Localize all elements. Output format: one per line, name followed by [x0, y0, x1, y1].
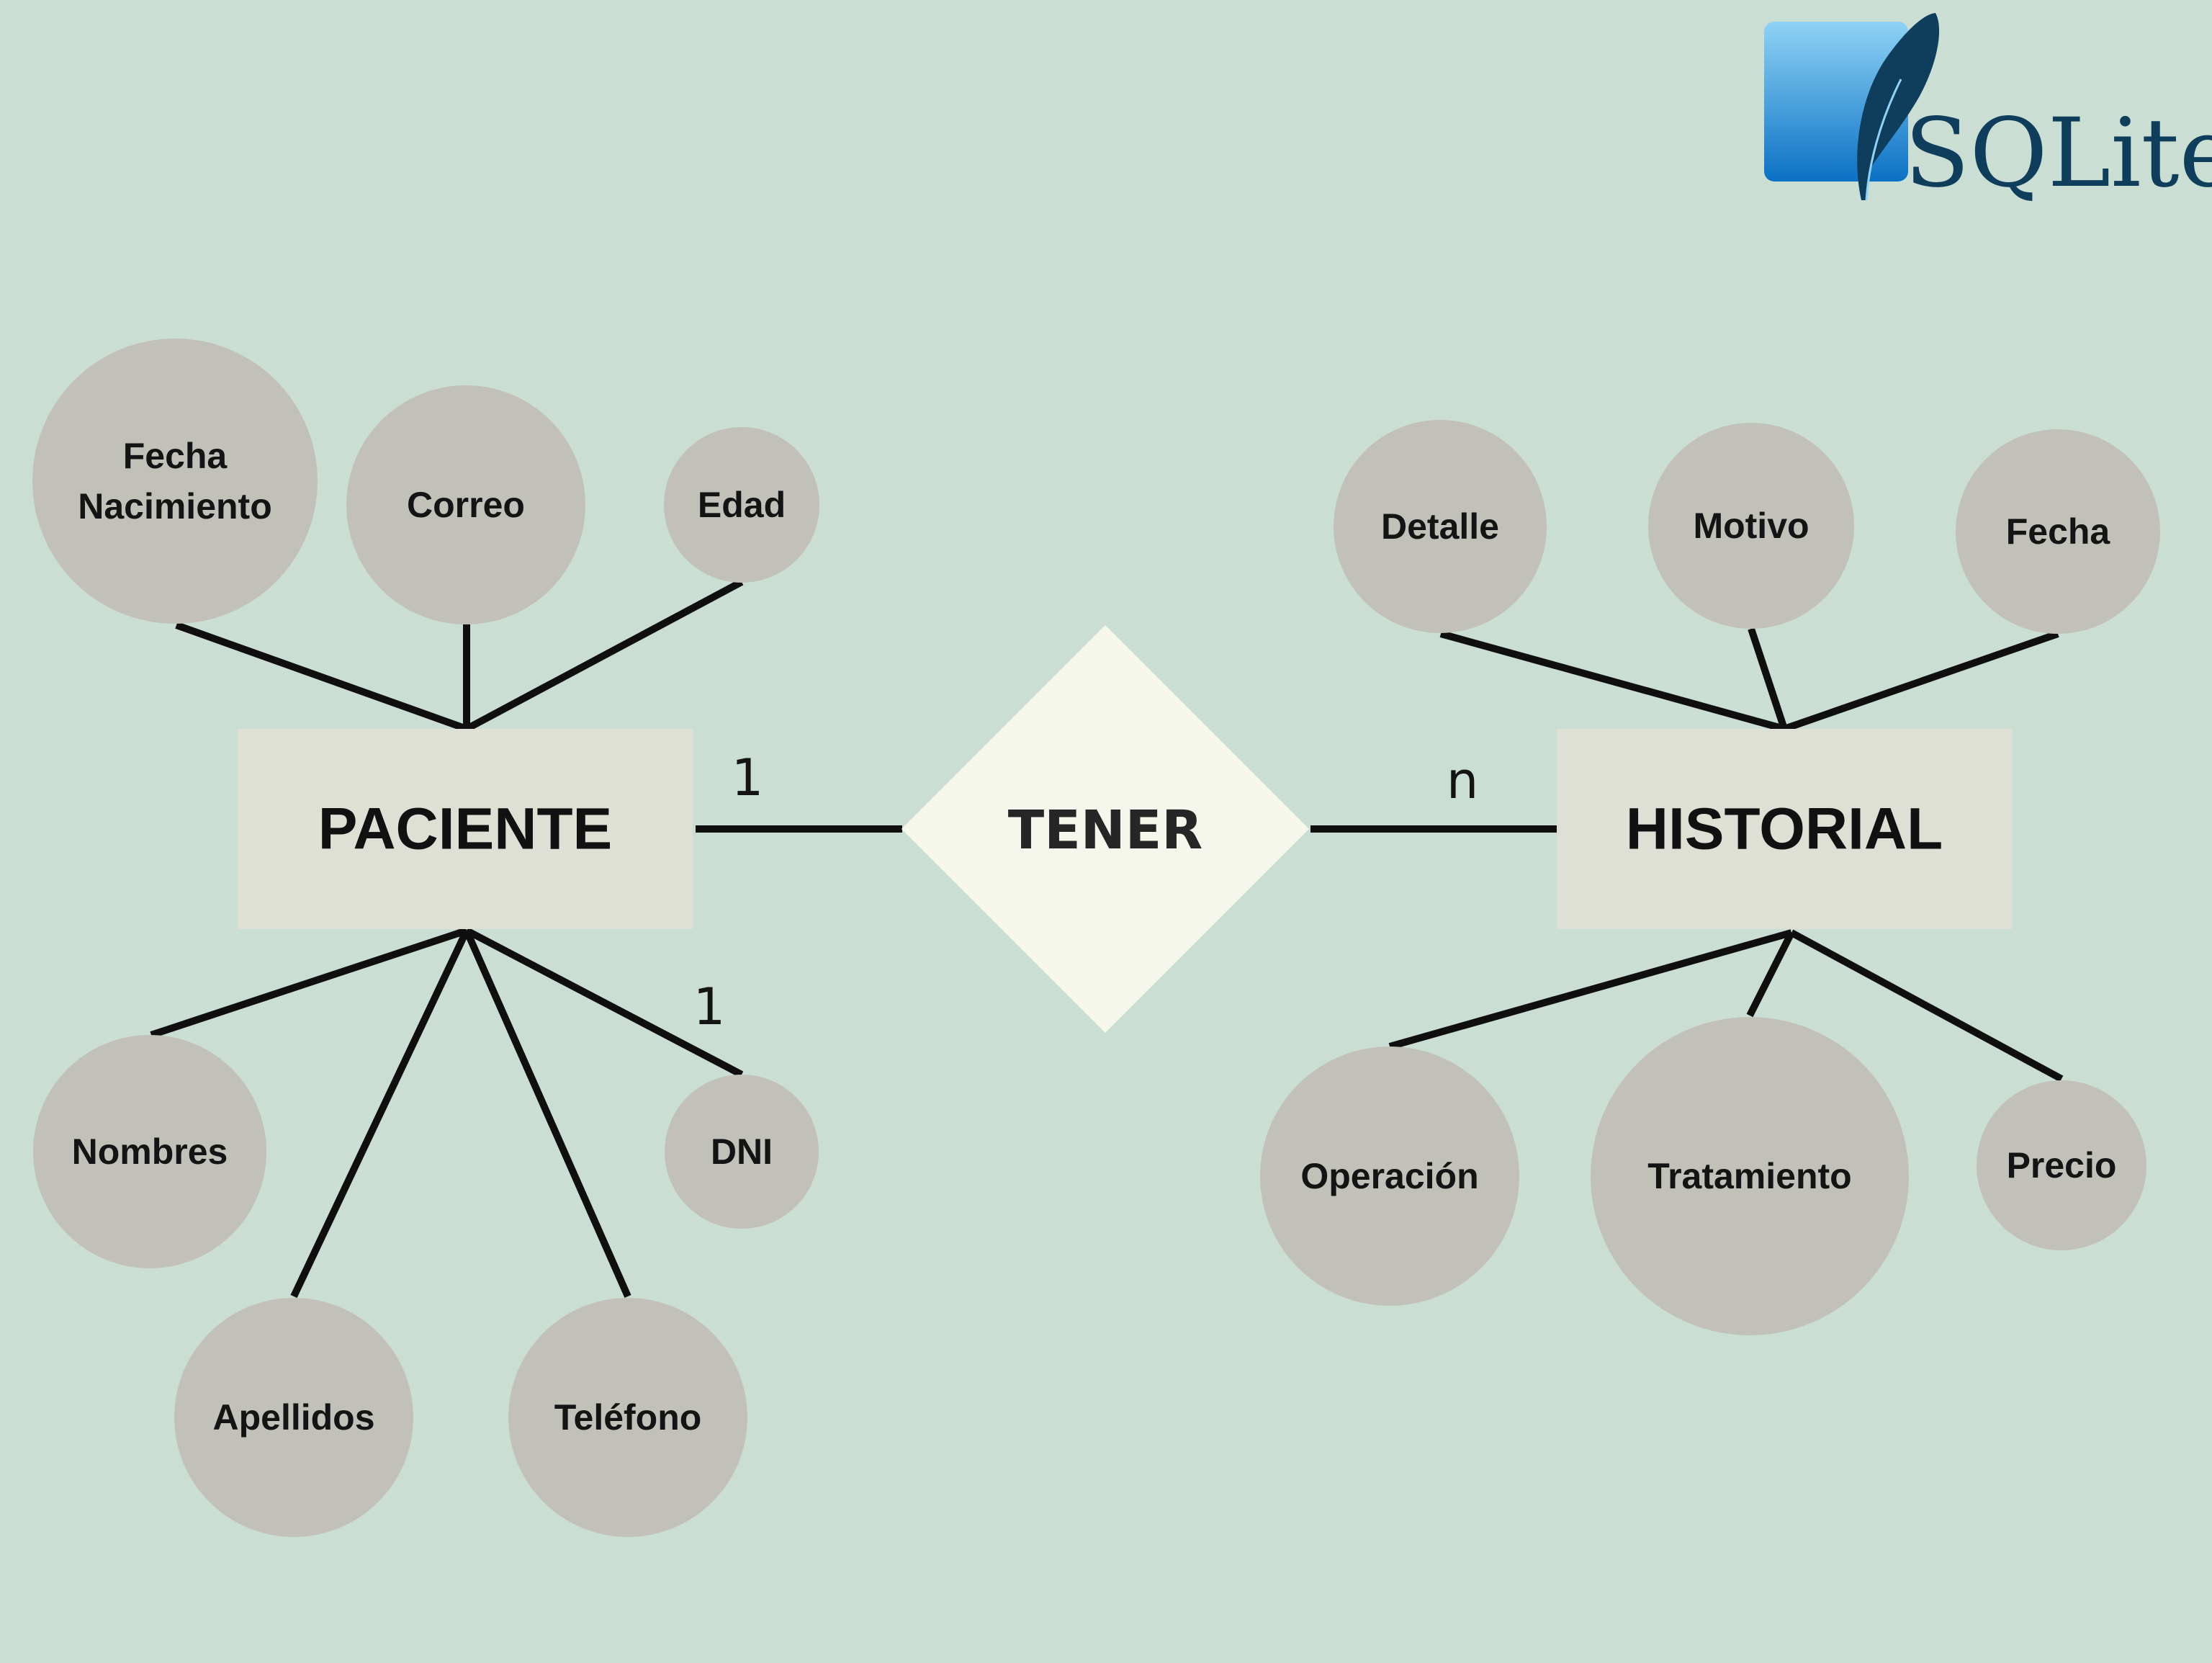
cardinality-historial: n	[1447, 751, 1478, 810]
attribute-tratamiento-label: Tratamiento	[1647, 1156, 1851, 1196]
relationship-tener[interactable]: TENER	[902, 625, 1309, 1033]
attribute-apellidos-circle	[174, 1298, 413, 1537]
attribute-fecha[interactable]: Fecha	[1956, 429, 2160, 634]
attribute-dni[interactable]: DNI	[665, 1075, 819, 1229]
entity-paciente-label: PACIENTE	[318, 797, 613, 862]
attribute-fecha-nacimiento-label-line1: Fecha	[123, 436, 228, 476]
attribute-operacion[interactable]: Operación	[1260, 1046, 1519, 1306]
attribute-precio-circle	[1977, 1080, 2146, 1250]
attribute-operacion-circle	[1260, 1046, 1519, 1306]
attribute-detalle[interactable]: Detalle	[1334, 420, 1547, 633]
attribute-correo-label: Correo	[407, 485, 525, 525]
attribute-tratamiento[interactable]: Tratamiento	[1591, 1017, 1909, 1335]
attribute-apellidos[interactable]: Apellidos	[174, 1298, 413, 1537]
sqlite-logo-text: SQLite	[1905, 98, 2212, 209]
attribute-tratamiento-circle	[1591, 1017, 1909, 1335]
connector-telefono	[463, 928, 631, 1299]
connector-apellidos	[290, 928, 470, 1299]
attribute-correo-circle	[346, 385, 585, 624]
attribute-operacion-label: Operación	[1300, 1156, 1478, 1196]
attribute-edad-circle	[664, 427, 819, 583]
attribute-motivo[interactable]: Motivo	[1648, 423, 1854, 629]
relationship-tener-diamond	[902, 625, 1309, 1033]
attribute-fecha-nacimiento-label-line2: Nacimiento	[78, 486, 272, 526]
entity-historial[interactable]: HISTORIAL	[1557, 729, 2012, 929]
connector-dni	[464, 927, 744, 1078]
connector-fecha	[1783, 630, 2059, 732]
attribute-motivo-circle	[1648, 423, 1854, 629]
entity-historial-label: HISTORIAL	[1626, 797, 1943, 862]
attribute-nombres-label: Nombres	[72, 1131, 228, 1172]
entity-paciente-box	[238, 729, 693, 929]
feather-quill-icon	[1865, 79, 1902, 201]
connector-edad	[464, 578, 744, 732]
attribute-fecha-label: Fecha	[2006, 511, 2111, 552]
attribute-fecha-nacimiento[interactable]: Fecha Nacimiento	[32, 339, 318, 624]
attribute-dni-label: DNI	[711, 1131, 773, 1172]
historial-connectors	[1388, 627, 2064, 1082]
connector-motivo	[1748, 627, 1788, 730]
connector-nombres	[150, 927, 468, 1039]
attribute-correo[interactable]: Correo	[346, 385, 585, 624]
feather-icon	[1857, 13, 1940, 200]
attribute-fecha-circle	[1956, 429, 2160, 634]
cardinality-paciente: 1	[732, 748, 764, 807]
sqlite-logo: SQLite	[1764, 13, 2212, 209]
connector-operacion	[1388, 929, 1793, 1050]
attribute-nombres-circle	[33, 1035, 266, 1268]
attribute-precio-label: Precio	[2007, 1145, 2117, 1185]
attribute-apellidos-label: Apellidos	[212, 1397, 374, 1438]
relationship-tener-label: TENER	[1008, 799, 1203, 861]
attribute-edad-label: Edad	[698, 485, 786, 525]
connector-tratamiento	[1746, 931, 1795, 1018]
attribute-telefono-circle	[508, 1298, 747, 1537]
attribute-detalle-circle	[1334, 420, 1547, 633]
attribute-nombres[interactable]: Nombres	[33, 1035, 266, 1268]
attribute-fecha-nacimiento-circle	[32, 339, 318, 624]
attribute-telefono[interactable]: Teléfono	[508, 1298, 747, 1537]
attribute-motivo-label: Motivo	[1693, 506, 1809, 546]
entity-paciente[interactable]: PACIENTE	[238, 729, 693, 929]
connector-fecha-nacimiento	[175, 622, 468, 732]
attribute-telefono-label: Teléfono	[554, 1397, 702, 1438]
entity-historial-box	[1557, 729, 2012, 929]
paciente-connectors	[150, 578, 744, 1299]
connector-precio	[1789, 929, 2064, 1082]
attribute-detalle-label: Detalle	[1381, 506, 1499, 547]
attribute-edad[interactable]: Edad	[664, 427, 819, 583]
attribute-precio[interactable]: Precio	[1977, 1080, 2146, 1250]
attribute-dni-circle	[665, 1075, 819, 1229]
cardinality-dni: 1	[693, 977, 726, 1036]
connector-detalle	[1439, 630, 1786, 732]
